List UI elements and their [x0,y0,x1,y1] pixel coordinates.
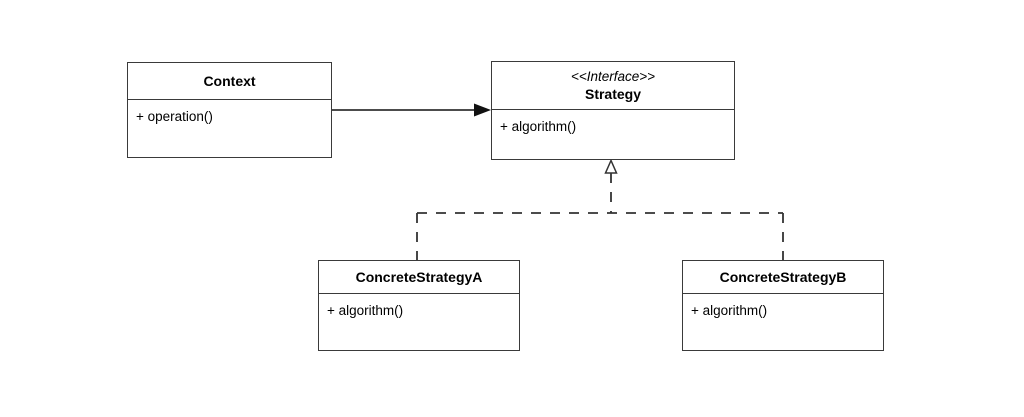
class-stereotype-strategy: <<Interface>> [570,69,656,84]
class-members-context: + operation() [128,100,331,157]
class-header-context: Context [128,63,331,100]
class-name-context: Context [203,73,256,89]
class-members-strategy: + algorithm() [492,110,734,159]
class-name-concrete-strategy-b: ConcreteStrategyB [719,269,847,285]
class-header-strategy: <<Interface>> Strategy [492,62,734,110]
class-member: + algorithm() [691,303,768,318]
filled-arrowhead-icon [474,103,491,117]
class-name-strategy: Strategy [584,86,642,102]
class-box-strategy[interactable]: <<Interface>> Strategy + algorithm() [491,61,735,160]
class-header-concrete-strategy-a: ConcreteStrategyA [319,261,519,294]
class-box-concrete-strategy-a[interactable]: ConcreteStrategyA + algorithm() [318,260,520,351]
class-box-context[interactable]: Context + operation() [127,62,332,158]
class-box-concrete-strategy-b[interactable]: ConcreteStrategyB + algorithm() [682,260,884,351]
class-members-concrete-strategy-b: + algorithm() [683,294,883,350]
class-header-concrete-strategy-b: ConcreteStrategyB [683,261,883,294]
class-members-concrete-strategy-a: + algorithm() [319,294,519,350]
class-member: + algorithm() [500,119,577,134]
realization-tree [416,158,784,260]
class-member: + operation() [136,109,213,124]
association-context-to-strategy [332,103,491,117]
class-name-concrete-strategy-a: ConcreteStrategyA [355,269,483,285]
hollow-triangle-icon [604,158,618,174]
class-member: + algorithm() [327,303,404,318]
